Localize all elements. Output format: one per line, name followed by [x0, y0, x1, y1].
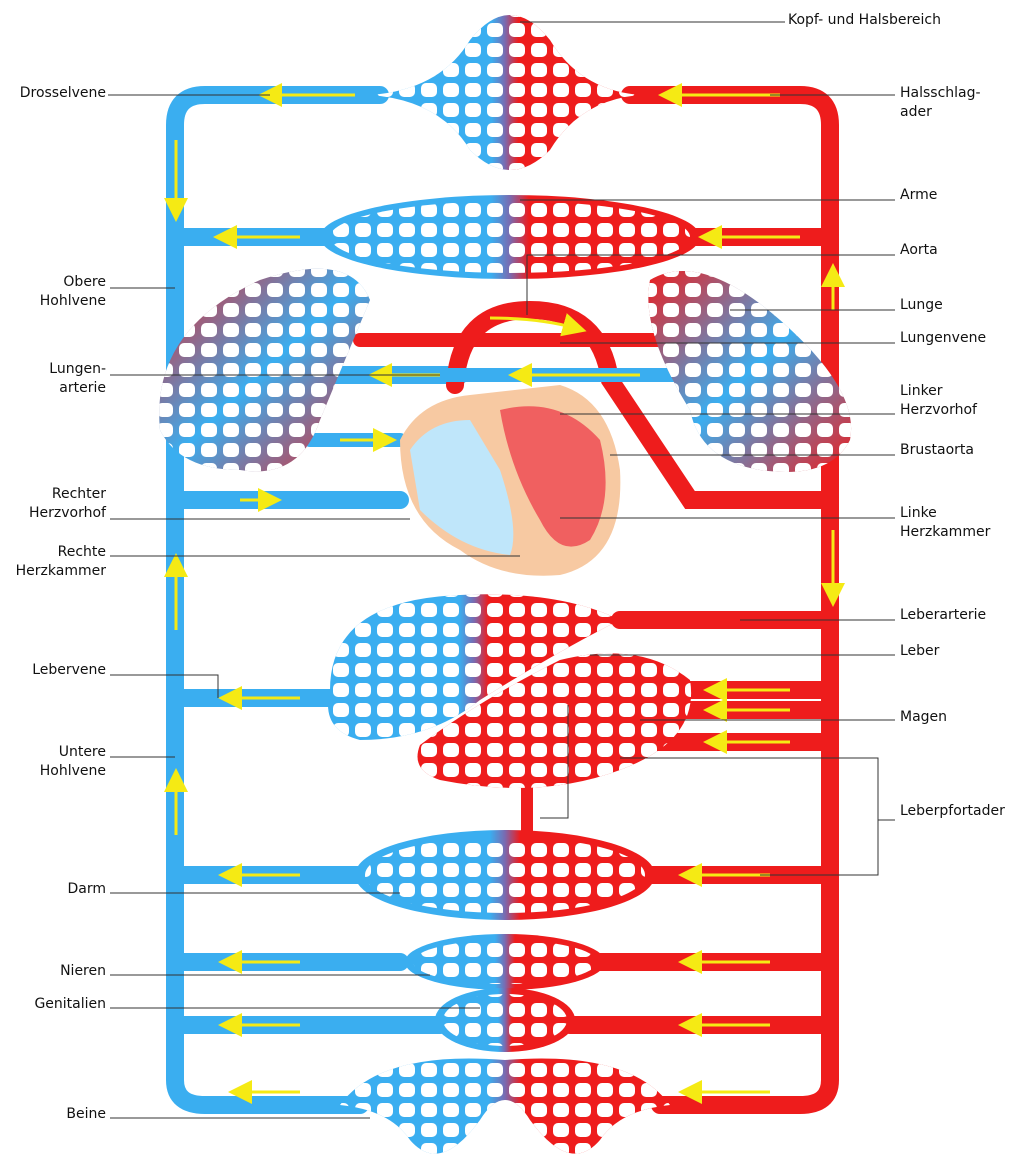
label-kopf-und-halsbereich: Kopf- und Halsbereich [788, 12, 941, 28]
label-brustaorta: Brustaorta [900, 442, 974, 458]
label-drosselvene: Drosselvene [19, 85, 106, 101]
label-lunge: Lunge [900, 297, 943, 313]
label-leber: Leber [900, 643, 940, 659]
label-untere-hohlvene: Untere Hohlvene [39, 744, 106, 779]
label-linker-herzvorhof: Linker Herzvorhof [900, 383, 977, 418]
label-rechte-herzkammer: Rechte Herzkammer [15, 544, 106, 579]
label-aorta: Aorta [900, 242, 938, 258]
label-halsschlagader: Halsschlag- ader [900, 85, 981, 120]
label-genitalien: Genitalien [34, 996, 106, 1012]
label-rechter-herzvorhof: Rechter Herzvorhof [29, 486, 106, 521]
label-lungenarterie: Lungen- arterie [49, 361, 106, 396]
label-arme: Arme [900, 187, 938, 203]
label-leberpfortader: Leberpfortader [900, 803, 1005, 819]
label-magen: Magen [900, 709, 948, 725]
left-ventricle [500, 406, 606, 547]
capillary-networks [159, 15, 852, 1154]
label-lungenvene: Lungenvene [900, 330, 987, 346]
label-lebervene: Lebervene [32, 662, 106, 678]
label-darm: Darm [67, 881, 106, 897]
label-linke-herzkammer: Linke Herzkammer [900, 505, 991, 540]
label-leberarterie: Leberarterie [900, 607, 987, 623]
heart [400, 385, 621, 576]
label-obere-hohlvene: Obere Hohlvene [39, 274, 106, 309]
leader-lines [108, 21, 895, 1119]
label-beine: Beine [66, 1106, 106, 1122]
label-nieren: Nieren [60, 963, 106, 979]
right-ventricle [410, 420, 514, 555]
